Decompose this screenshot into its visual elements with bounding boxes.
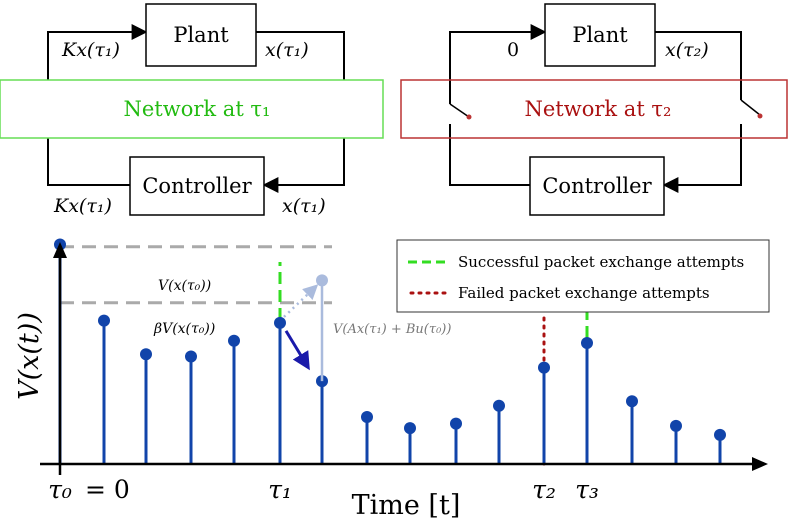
left-top-left-signal: Kx(τ₁): [61, 39, 120, 61]
left-bottom-right-signal: x(τ₁): [282, 195, 326, 217]
legend-failure-label: Failed packet exchange attempts: [458, 284, 710, 302]
left-plant-box: [145, 3, 257, 67]
predicted-value-label: V(Ax(τ₁) + Bu(τ₀)): [333, 322, 451, 337]
threshold-lines: [60, 245, 332, 305]
legend-success-label: Successful packet exchange attempts: [458, 253, 744, 271]
right-left-switch-blade: [449, 103, 470, 118]
right-controller-box: [529, 156, 665, 216]
right-network-box: [400, 79, 788, 139]
tick-label-12: τ₃: [575, 475, 599, 504]
predicted-marker: [316, 274, 328, 287]
stem-plot: τ₀ = 0 τ₁ τ₂ τ₃ V(x(t)) Time [t] Successful …: [14, 238, 770, 521]
tick-label-11: τ₂: [532, 475, 556, 504]
stem-marker-13: [626, 395, 638, 408]
left-plant-label: Plant: [173, 23, 229, 47]
right-plant-box: [544, 3, 656, 67]
right-right-switch-contact: [757, 113, 763, 119]
right-plant-label: Plant: [572, 23, 628, 47]
stem-marker-8: [404, 422, 416, 435]
left-controller-label: Controller: [142, 174, 252, 198]
y-axis-arrowhead: [53, 242, 67, 258]
predicted-transition-arrow: [283, 284, 319, 318]
left-bottom-left-signal: Kx(τ₁): [53, 195, 112, 217]
stem-marker-12: [581, 337, 593, 350]
stem-marker-7: [361, 410, 373, 423]
left-controller-box: [129, 156, 265, 216]
right-top-right-signal: x(τ₂): [665, 39, 709, 61]
stem-marker-1: [98, 314, 110, 327]
actual-transition-arrow: [284, 330, 310, 371]
y-axis-label: V(x(t)): [14, 312, 45, 400]
stem-series: [54, 238, 726, 464]
right-loop-wire-top-left: [449, 31, 545, 104]
stem-marker-5: [274, 316, 286, 329]
right-loop-wire-bottom-right: [664, 124, 742, 186]
stem-marker-3: [185, 350, 197, 363]
right-left-switch-contact: [466, 114, 472, 120]
right-loop-wire-bottom-left: [449, 124, 530, 186]
predicted-annotation: [283, 274, 328, 382]
right-control-loop: Plant Controller Network at τ₂ 0 x(τ₂): [400, 3, 788, 216]
stem-marker-2: [140, 348, 152, 361]
legend: Successful packet exchange attempts Fail…: [396, 239, 770, 313]
stem-marker-15: [714, 428, 726, 441]
legend-box: [396, 239, 770, 313]
stem-marker-11: [538, 361, 550, 374]
stem-marker-4: [228, 334, 240, 347]
left-control-loop: Plant Controller Network at τ₁ Kx(τ₁) x(…: [0, 3, 384, 217]
threshold-label-v0: V(x(τ₀)): [158, 278, 211, 294]
left-top-right-signal: x(τ₁): [265, 39, 309, 61]
tick-label-5: τ₁: [268, 475, 292, 504]
tick-label-1: = 0: [85, 475, 130, 504]
tick-label-0: τ₀: [48, 475, 72, 504]
right-controller-label: Controller: [542, 174, 652, 198]
left-network-label: Network at τ₁: [124, 97, 271, 121]
right-network-label: Network at τ₂: [525, 97, 672, 121]
stem-marker-9: [450, 417, 462, 430]
stem-marker-14: [670, 419, 682, 432]
x-axis-label: Time [t]: [352, 490, 461, 521]
x-axis-arrowhead: [752, 457, 768, 471]
threshold-label-beta-v0: βV(x(τ₀)): [153, 321, 215, 337]
tick-labels: τ₀ = 0 τ₁ τ₂ τ₃: [48, 475, 599, 504]
left-network-box: [0, 79, 384, 139]
right-right-switch-blade: [740, 99, 761, 116]
stem-marker-10: [493, 399, 505, 412]
right-top-left-signal: 0: [507, 39, 519, 61]
right-loop-wire-top-right: [655, 31, 742, 100]
